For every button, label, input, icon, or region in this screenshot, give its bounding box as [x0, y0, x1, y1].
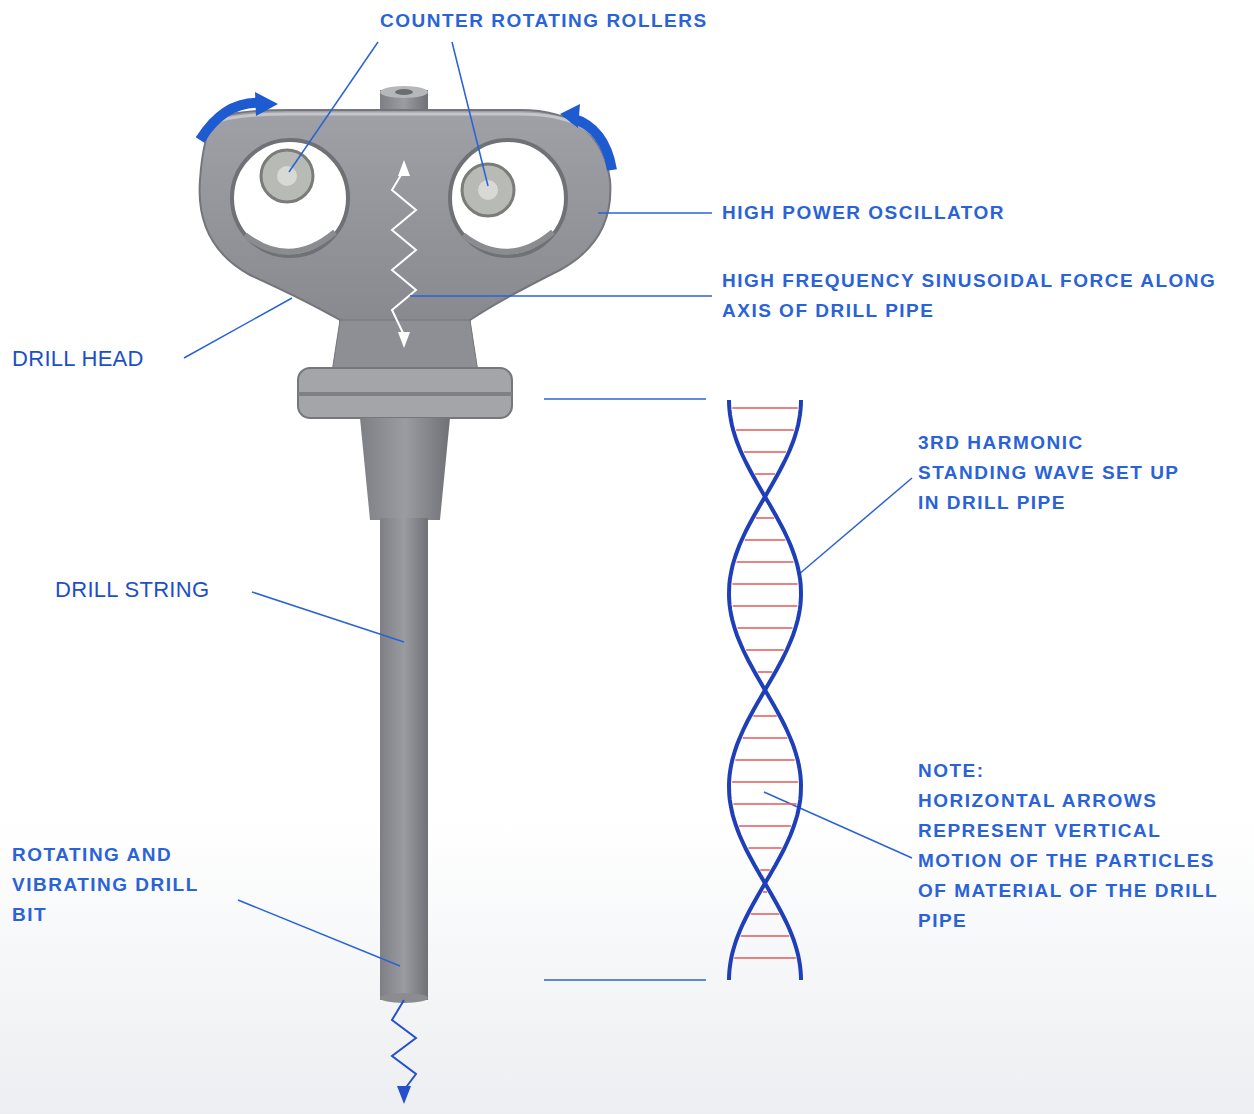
wave-envelope — [729, 400, 801, 980]
particle-motion-line — [739, 825, 791, 827]
particle-motion-line — [745, 539, 786, 541]
rotation-arrow-left — [200, 103, 262, 140]
particle-motion-line — [738, 627, 793, 629]
wave-envelope — [729, 400, 801, 980]
part-label: DRILL STRING — [55, 575, 275, 605]
particle-motion-line — [737, 561, 794, 563]
particle-motion-line — [755, 473, 775, 475]
particle-motion-line — [741, 935, 789, 937]
particle-motion-line — [763, 891, 767, 893]
callout-label: ROTATING AND VIBRATING DRILL BIT — [12, 840, 238, 930]
callout-label: HIGH POWER OSCILLATOR — [722, 198, 1142, 228]
bit-vibration — [392, 1000, 416, 1090]
flange — [298, 368, 512, 418]
standing-wave — [729, 400, 801, 980]
particle-motion-line — [744, 451, 786, 453]
particle-motion-line — [735, 759, 794, 761]
pipe-taper — [360, 418, 450, 520]
part-label: DRILL HEAD — [12, 344, 212, 374]
left-roller — [261, 150, 313, 202]
particle-motion-line — [732, 407, 797, 409]
callout-label: HIGH FREQUENCY SINUSOIDAL FORCE ALONG AX… — [722, 266, 1242, 326]
particle-motion-line — [760, 869, 769, 871]
left-lobe-opening — [232, 140, 348, 256]
drill-head-body — [200, 110, 611, 345]
particle-motion-line — [751, 913, 779, 915]
top-nub-cap — [380, 86, 428, 98]
leader-lines — [184, 42, 912, 980]
particle-motion-line — [743, 737, 788, 739]
particle-motion-line — [758, 671, 773, 673]
drill-pipe — [380, 518, 428, 1000]
particle-motion-line — [733, 803, 796, 805]
particle-motion-line — [746, 649, 784, 651]
particle-motion-line — [753, 715, 777, 717]
particle-motion-line — [732, 583, 797, 585]
particle-motion-line — [748, 847, 781, 849]
callout-label: COUNTER ROTATING ROLLERS — [380, 6, 840, 36]
particle-motion-line — [734, 957, 795, 959]
particle-motion-line — [756, 517, 774, 519]
callout-label: 3RD HARMONIC STANDING WAVE SET UP IN DRI… — [918, 428, 1188, 518]
force-zigzag — [392, 170, 416, 335]
particle-motion-line — [733, 605, 797, 607]
note-heading: NOTE: — [918, 756, 1118, 786]
right-lobe-opening — [450, 140, 566, 256]
particle-motion-line — [736, 429, 794, 431]
note-text: HORIZONTAL ARROWS REPRESENT VERTICAL MOT… — [918, 786, 1248, 936]
right-roller — [462, 164, 514, 216]
particle-motion-line — [732, 781, 798, 783]
